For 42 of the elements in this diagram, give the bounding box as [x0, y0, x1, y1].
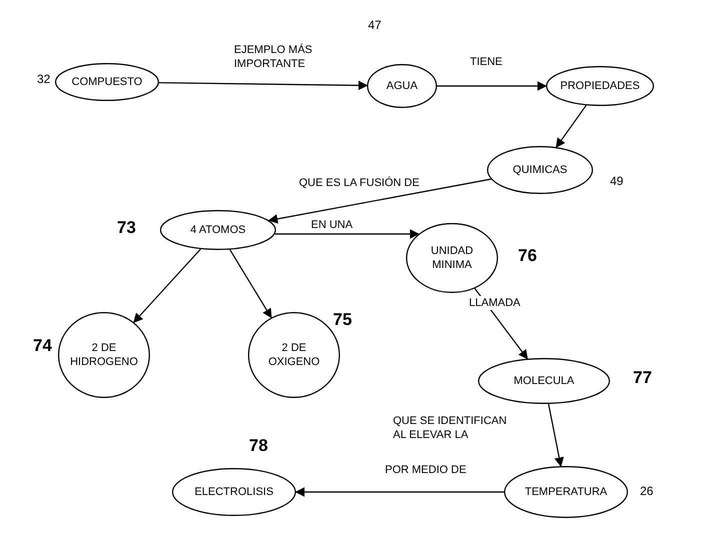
page-number: 49: [610, 174, 624, 188]
concept-label: TEMPERATURA: [524, 485, 608, 499]
concept-label: 4 ATOMOS: [190, 223, 246, 237]
edge-label: QUE ES LA FUSIÓN DE: [298, 176, 420, 190]
concept-label: UNIDAD MINIMA: [430, 244, 474, 272]
concept-ellipse: [487, 146, 593, 194]
page-number: 78: [249, 436, 268, 456]
edge-label: LLAMADA: [468, 296, 522, 310]
concept-ellipse: [546, 66, 654, 106]
concept-ellipse: [160, 210, 276, 250]
arrow: [295, 487, 504, 497]
arrow: [437, 81, 547, 91]
concept-label: ELECTROLISIS: [194, 485, 274, 499]
arrow: [274, 229, 420, 239]
page-number: 73: [117, 218, 136, 238]
concept-label: MOLECULA: [514, 374, 574, 388]
page-number: 76: [518, 246, 537, 266]
concept-ellipse: [504, 466, 628, 518]
concept-label: QUIMICAS: [512, 163, 568, 177]
concept-ellipse: [172, 468, 296, 516]
arrow: [229, 249, 272, 318]
page-number: 77: [633, 368, 652, 388]
page-number: 26: [640, 484, 654, 498]
concept-ellipse: [478, 358, 610, 404]
arrow: [133, 248, 202, 323]
arrow: [548, 404, 564, 468]
page-number: 75: [333, 310, 352, 330]
arrow: [158, 80, 368, 90]
page-number: 47: [368, 18, 382, 32]
concept-label: COMPUESTO: [72, 75, 142, 89]
concept-label: 2 DE HIDROGENO: [69, 341, 139, 369]
concept-ellipse: [367, 64, 437, 108]
concept-ellipse: [406, 223, 498, 293]
page-number: 74: [33, 336, 52, 356]
concept-ellipse: [58, 312, 150, 398]
arrow: [556, 104, 587, 148]
concept-ellipse: [55, 63, 159, 101]
arrow: [268, 178, 492, 224]
concept-label: AGUA: [386, 79, 418, 93]
concept-label: 2 DE OXIGENO: [267, 341, 321, 369]
page-number: 32: [37, 72, 50, 86]
concept-label: PROPIEDADES: [560, 79, 640, 93]
